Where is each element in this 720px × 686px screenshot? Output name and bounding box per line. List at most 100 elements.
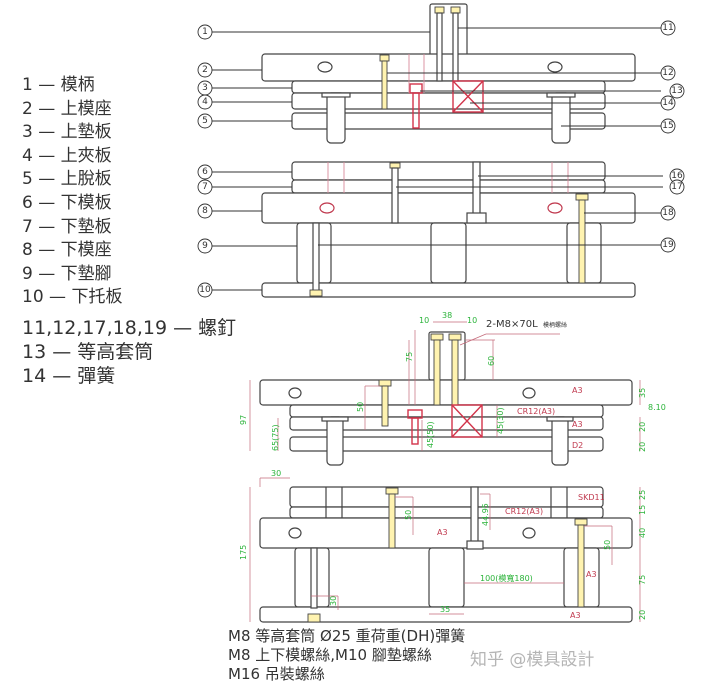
callout-7: 7 xyxy=(197,179,292,195)
screw-head xyxy=(309,289,323,297)
callout-18: 18 xyxy=(584,205,676,221)
legend-item: 6 — 下模板 xyxy=(22,192,112,213)
svg-text:45(30): 45(30) xyxy=(496,407,505,434)
svg-text:100(模寬180): 100(模寬180) xyxy=(480,573,533,583)
guide-post-left xyxy=(326,92,346,144)
legend-item: 8 — 下模座 xyxy=(22,240,112,261)
guide-post-head xyxy=(546,92,576,98)
svg-text:10: 10 xyxy=(199,285,211,295)
svg-text:38: 38 xyxy=(442,311,452,320)
svg-text:CR12(A3): CR12(A3) xyxy=(505,507,543,516)
svg-text:97: 97 xyxy=(239,415,248,425)
callout-5: 5 xyxy=(197,113,292,129)
svg-text:18: 18 xyxy=(662,208,674,218)
screw-head xyxy=(379,54,390,62)
svg-text:SKD11: SKD11 xyxy=(578,493,605,502)
screw-18 xyxy=(578,199,586,284)
callout-9: 9 xyxy=(197,238,297,254)
legend-item: 9 — 下墊腳 xyxy=(22,263,112,284)
svg-text:3: 3 xyxy=(202,83,208,93)
svg-text:19: 19 xyxy=(662,240,674,250)
svg-text:44.95: 44.95 xyxy=(481,503,490,526)
dimensioned-upper-die: A3 CR12(A3) A3 D2 10 38 10 2-M8×70L 模柄螺絲… xyxy=(239,311,666,466)
lifting-hole xyxy=(317,61,333,73)
svg-text:15: 15 xyxy=(638,505,647,515)
spacer-block xyxy=(430,222,467,284)
upper-die-assembly xyxy=(261,3,636,144)
callout-14: 14 xyxy=(470,95,676,111)
callout-2: 2 xyxy=(197,62,262,78)
stop-sleeve-shaft xyxy=(412,92,420,129)
legend-item: 5 — 上脫板 xyxy=(22,169,112,190)
legend-item: 7 — 下墊板 xyxy=(22,216,112,237)
screw-head xyxy=(389,162,401,169)
note-line: M8 等高套筒 Ø25 重荷重(DH)彈簧 xyxy=(228,627,466,645)
svg-text:30: 30 xyxy=(329,596,338,606)
watermark: 知乎 @模具設計 xyxy=(470,650,595,670)
svg-text:7: 7 xyxy=(202,182,208,192)
svg-text:14: 14 xyxy=(662,98,674,108)
callout-10: 10 xyxy=(197,282,262,298)
callout-8: 8 xyxy=(197,203,262,219)
upper-clamp-plate xyxy=(291,92,606,110)
svg-text:60: 60 xyxy=(487,356,496,366)
note-line: M16 吊裝螺絲 xyxy=(228,665,325,683)
svg-text:2-M8×70L: 2-M8×70L xyxy=(486,319,538,330)
callout-17: 17 xyxy=(396,179,685,195)
guide-post-head xyxy=(321,92,351,98)
legend-item: 4 — 上夾板 xyxy=(22,145,112,166)
svg-text:25: 25 xyxy=(638,490,647,500)
svg-text:4: 4 xyxy=(202,97,208,107)
callout-12: 12 xyxy=(387,65,676,81)
legend-item: 10 — 下托板 xyxy=(22,287,123,308)
svg-text:13: 13 xyxy=(671,86,682,96)
svg-text:65(75): 65(75) xyxy=(271,424,280,451)
callout-4: 4 xyxy=(197,94,292,110)
screw-head xyxy=(434,6,445,14)
parts-legend: 1 — 模柄 2 — 上模座 3 — 上墊板 4 — 上夾板 5 — 上脫板 6… xyxy=(22,74,236,388)
svg-text:15: 15 xyxy=(662,121,673,131)
svg-text:A3: A3 xyxy=(570,611,581,620)
svg-text:8.10: 8.10 xyxy=(648,403,666,412)
screw-19 xyxy=(312,222,320,292)
callouts: 1 2 3 4 5 6 7 8 9 10 11 12 13 14 15 16 1… xyxy=(197,20,685,298)
svg-text:40: 40 xyxy=(638,528,647,538)
svg-text:10: 10 xyxy=(467,316,477,325)
svg-text:5: 5 xyxy=(202,116,208,126)
callout-6: 6 xyxy=(197,164,292,180)
dimensioned-lower-die: SKD11 CR12(A3) A3 A3 A3 30 175 25 15 40 … xyxy=(239,469,647,623)
screw-head xyxy=(450,6,461,14)
screw-16-nut xyxy=(466,212,487,224)
svg-text:模柄螺絲: 模柄螺絲 xyxy=(543,321,567,329)
screw-11 xyxy=(436,12,443,82)
svg-text:D2: D2 xyxy=(572,441,583,450)
lower-die-assembly xyxy=(261,161,636,298)
callout-11: 11 xyxy=(458,20,676,36)
screw-16 xyxy=(472,161,481,218)
lower-die-plate xyxy=(291,161,606,181)
svg-text:6: 6 xyxy=(202,167,208,177)
svg-text:20: 20 xyxy=(638,610,647,620)
screw-11 xyxy=(452,12,459,82)
svg-text:50: 50 xyxy=(603,540,612,550)
svg-text:20: 20 xyxy=(638,442,647,452)
svg-text:16: 16 xyxy=(671,171,683,181)
svg-text:1: 1 xyxy=(202,27,208,37)
note-line: M8 上下模螺絲,M10 腳墊螺絲 xyxy=(228,646,432,664)
lifting-hole xyxy=(547,61,563,73)
legend-item: 2 — 上模座 xyxy=(22,98,112,119)
svg-text:17: 17 xyxy=(671,182,682,192)
legend-item: 13 — 等高套筒 xyxy=(22,340,154,363)
screw-head xyxy=(575,193,589,201)
screw-12 xyxy=(381,60,388,110)
svg-text:A3: A3 xyxy=(437,528,448,537)
svg-text:175: 175 xyxy=(239,545,248,560)
callout-3: 3 xyxy=(197,80,292,96)
svg-text:CR12(A3): CR12(A3) xyxy=(517,407,555,416)
svg-text:10: 10 xyxy=(419,316,429,325)
svg-text:20: 20 xyxy=(638,422,647,432)
legend-item: 3 — 上墊板 xyxy=(22,122,112,143)
lifting-hole xyxy=(319,202,335,214)
callout-15: 15 xyxy=(561,118,676,134)
